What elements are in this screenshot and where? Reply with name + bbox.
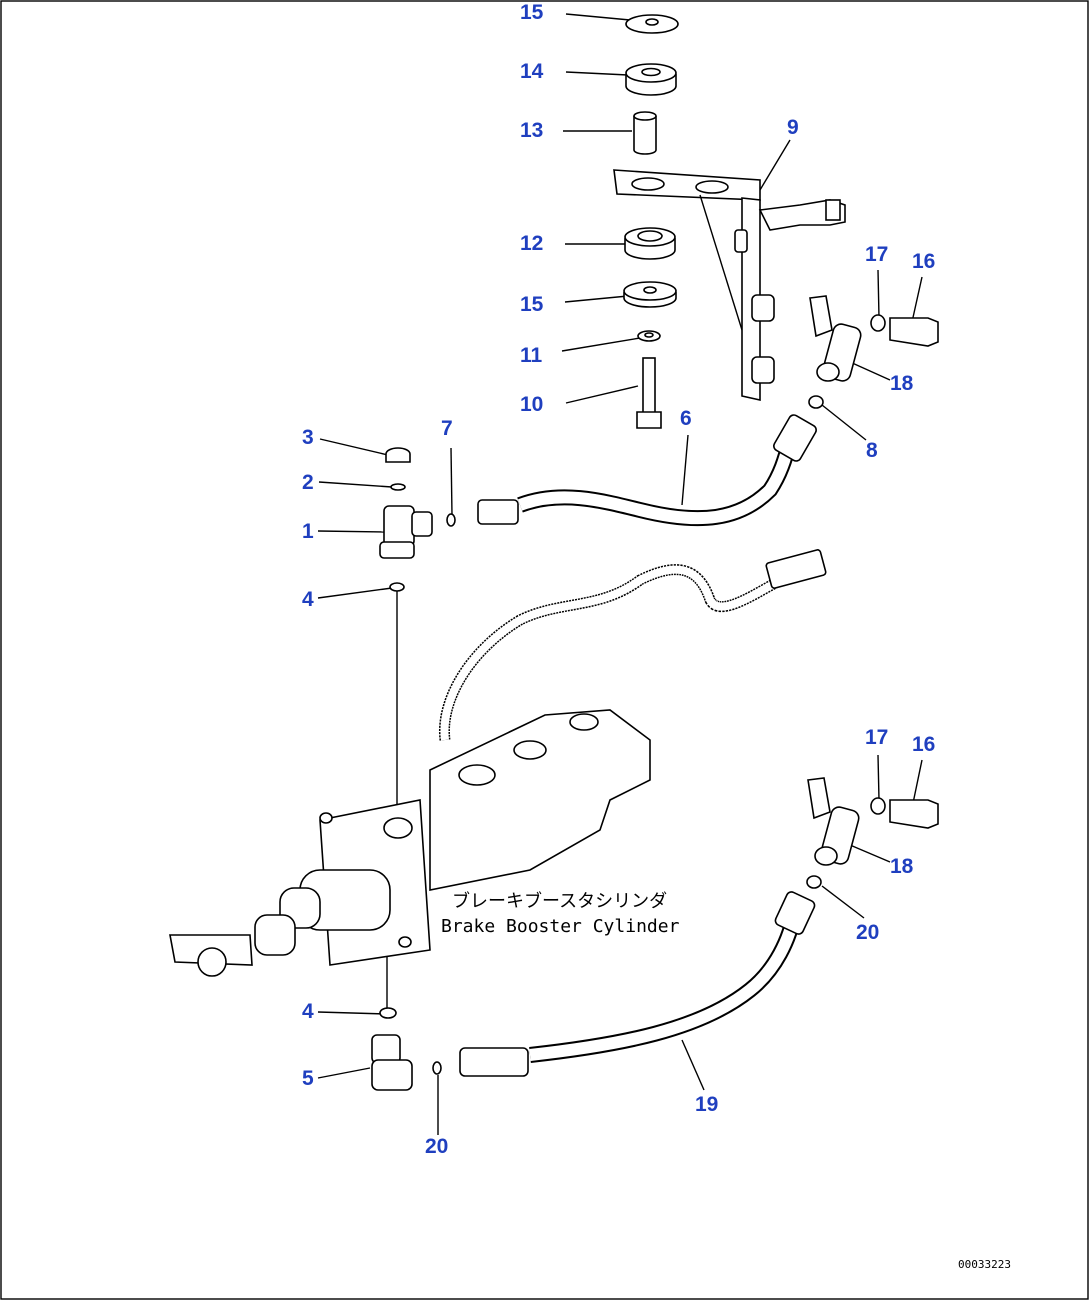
callout-16[interactable]: 16 — [912, 733, 936, 756]
callout-12[interactable]: 12 — [520, 232, 544, 255]
callout-18[interactable]: 18 — [890, 855, 914, 878]
callout-10[interactable]: 10 — [520, 393, 544, 416]
part-10-bolt — [636, 357, 662, 429]
part-12-cushion — [624, 227, 676, 260]
part-5-elbow-fitting — [371, 1007, 442, 1091]
part-15-washer-top — [625, 14, 679, 34]
part-14-cushion — [625, 63, 677, 96]
callout-15[interactable]: 15 — [520, 1, 544, 24]
callout-1[interactable]: 1 — [302, 520, 314, 543]
callout-6[interactable]: 6 — [680, 407, 692, 430]
part-13-collar — [633, 111, 657, 155]
part-18-clamp-lower — [806, 777, 939, 889]
callout-11[interactable]: 11 — [520, 344, 543, 367]
callout-17[interactable]: 17 — [865, 726, 889, 749]
callout-9[interactable]: 9 — [787, 116, 799, 139]
callout-14[interactable]: 14 — [520, 60, 544, 83]
callout-4[interactable]: 4 — [302, 1000, 314, 1023]
callout-8[interactable]: 8 — [866, 439, 878, 462]
leader-lines — [317, 13, 923, 1135]
callout-3[interactable]: 3 — [302, 426, 314, 449]
callout-7[interactable]: 7 — [441, 417, 453, 440]
part-1-tee-fitting — [379, 447, 456, 592]
wire-harness — [438, 549, 827, 741]
brake-booster-cylinder — [169, 709, 651, 977]
callout-5[interactable]: 5 — [302, 1067, 314, 1090]
part-9-bracket — [613, 169, 846, 401]
part-11-washer — [637, 330, 661, 342]
callout-2[interactable]: 2 — [302, 471, 314, 494]
part-19-hose — [459, 891, 816, 1077]
callout-19[interactable]: 19 — [695, 1093, 719, 1116]
caption-japanese: ブレーキブースタシリンダ — [452, 891, 668, 912]
part-6-hose — [477, 414, 817, 527]
callout-13[interactable]: 13 — [520, 119, 544, 142]
callout-20[interactable]: 20 — [425, 1135, 449, 1158]
callout-16[interactable]: 16 — [912, 250, 936, 273]
document-number: 00033223 — [958, 1258, 1011, 1271]
callout-17[interactable]: 17 — [865, 243, 889, 266]
part-15-washer-lower — [623, 281, 677, 308]
callout-18[interactable]: 18 — [890, 372, 914, 395]
callout-15[interactable]: 15 — [520, 293, 544, 316]
part-18-clamp-upper — [808, 295, 939, 409]
callout-20[interactable]: 20 — [856, 921, 880, 944]
caption-english: Brake Booster Cylinder — [441, 916, 680, 937]
callout-4[interactable]: 4 — [302, 588, 314, 611]
